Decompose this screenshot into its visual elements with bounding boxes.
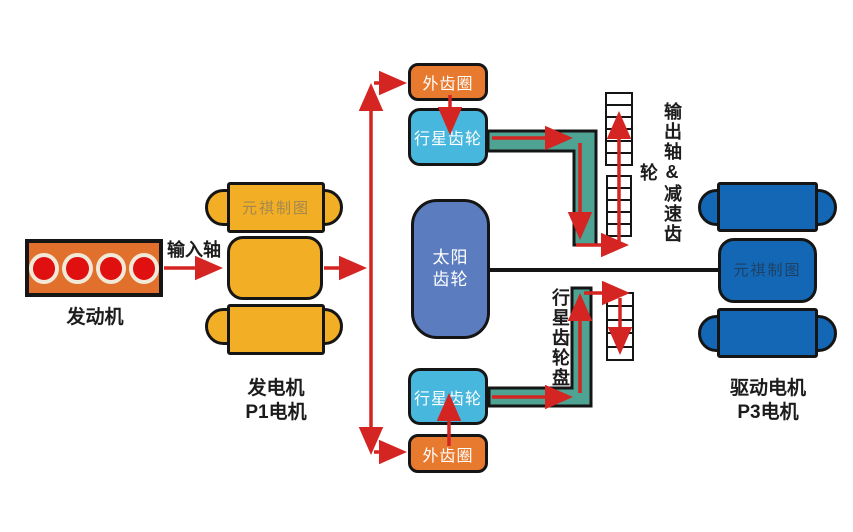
- motor-label-line1: 驱动电机: [729, 377, 806, 399]
- output-shaft-label: 输出轴&减速齿轮: [638, 102, 682, 244]
- cylinder-icon: [62, 252, 93, 284]
- input-shaft-label: 输入轴: [167, 240, 221, 260]
- cylinder-icon: [29, 252, 60, 284]
- cylinder-icon: [128, 252, 159, 284]
- engine-label: 发动机: [66, 306, 124, 328]
- planet-gear-bottom-box: 行星齿轮: [408, 368, 488, 425]
- ring-gear-bottom-box: 外齿圈: [408, 434, 488, 473]
- planet-gear-top-box: 行星齿轮: [408, 108, 488, 166]
- planet-gear-bottom-label: 行星齿轮: [413, 390, 482, 408]
- sun-gear-box: 太阳 齿轮: [411, 199, 490, 339]
- ring-gear-bottom-label: 外齿圈: [422, 447, 474, 465]
- generator-stator-top: [227, 182, 325, 233]
- generator-label-line2: P1电机: [245, 401, 307, 423]
- ring-gear-top-label: 外齿圈: [422, 76, 474, 93]
- generator-label-line1: 发电机: [247, 377, 305, 399]
- carrier-bar-lower: [487, 286, 593, 408]
- sun-gear-label-line2: 齿轮: [432, 270, 469, 289]
- motor-watermark: 元祺制图: [733, 261, 802, 279]
- motor-rotor: [718, 238, 817, 303]
- motor-stator-top: [717, 182, 818, 232]
- generator-watermark: 元祺制图: [241, 199, 310, 217]
- output-gear-rack-upper: [605, 92, 633, 237]
- generator-stator-bottom: [227, 304, 325, 355]
- motor-label-line2: P3电机: [737, 401, 799, 423]
- planet-carrier-label: 行星齿轮盘: [550, 288, 570, 388]
- ring-gear-top-box: 外齿圈: [408, 63, 488, 101]
- generator-rotor: [227, 236, 323, 300]
- carrier-bar-upper: [486, 129, 598, 247]
- engine-cylinders: [29, 243, 159, 293]
- engine-block: [25, 239, 163, 297]
- cylinder-icon: [95, 252, 126, 284]
- reduction-gear-rack-lower: [606, 292, 634, 361]
- planet-gear-top-label: 行星齿轮: [413, 131, 482, 148]
- motor-stator-bottom: [717, 308, 818, 358]
- sun-gear-label-line1: 太阳: [432, 248, 469, 267]
